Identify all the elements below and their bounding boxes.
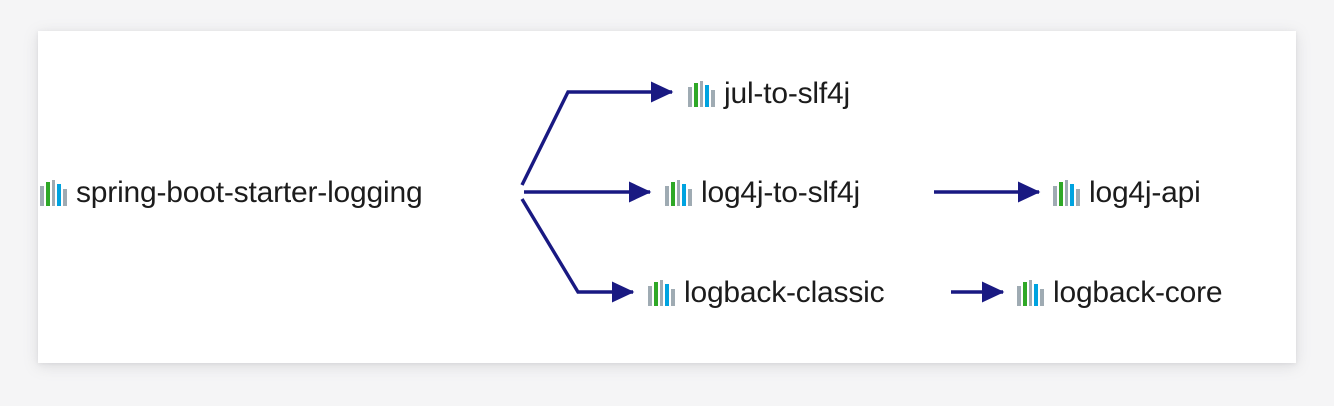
jar-library-icon: [40, 180, 67, 206]
jar-library-icon: [1017, 280, 1044, 306]
node-log4j-to-slf4j[interactable]: log4j-to-slf4j: [665, 178, 860, 208]
node-label: jul-to-slf4j: [724, 77, 850, 110]
node-label: logback-core: [1053, 276, 1223, 309]
node-logback-classic[interactable]: logback-classic: [648, 276, 885, 309]
jar-library-icon: [1053, 180, 1080, 206]
jar-library-icon: [665, 180, 692, 206]
jar-library-icon: [648, 280, 675, 306]
node-log4j-api[interactable]: log4j-api: [1053, 178, 1201, 208]
node-label: log4j-api: [1089, 176, 1201, 209]
node-spring-boot-starter-logging[interactable]: spring-boot-starter-logging: [40, 176, 423, 209]
node-label: logback-classic: [684, 276, 885, 309]
node-logback-core[interactable]: logback-core: [1017, 276, 1223, 309]
node-label: log4j-to-slf4j: [701, 176, 860, 209]
node-label: spring-boot-starter-logging: [76, 176, 423, 209]
jar-library-icon: [688, 81, 715, 107]
node-jul-to-slf4j[interactable]: jul-to-slf4j: [688, 79, 850, 109]
